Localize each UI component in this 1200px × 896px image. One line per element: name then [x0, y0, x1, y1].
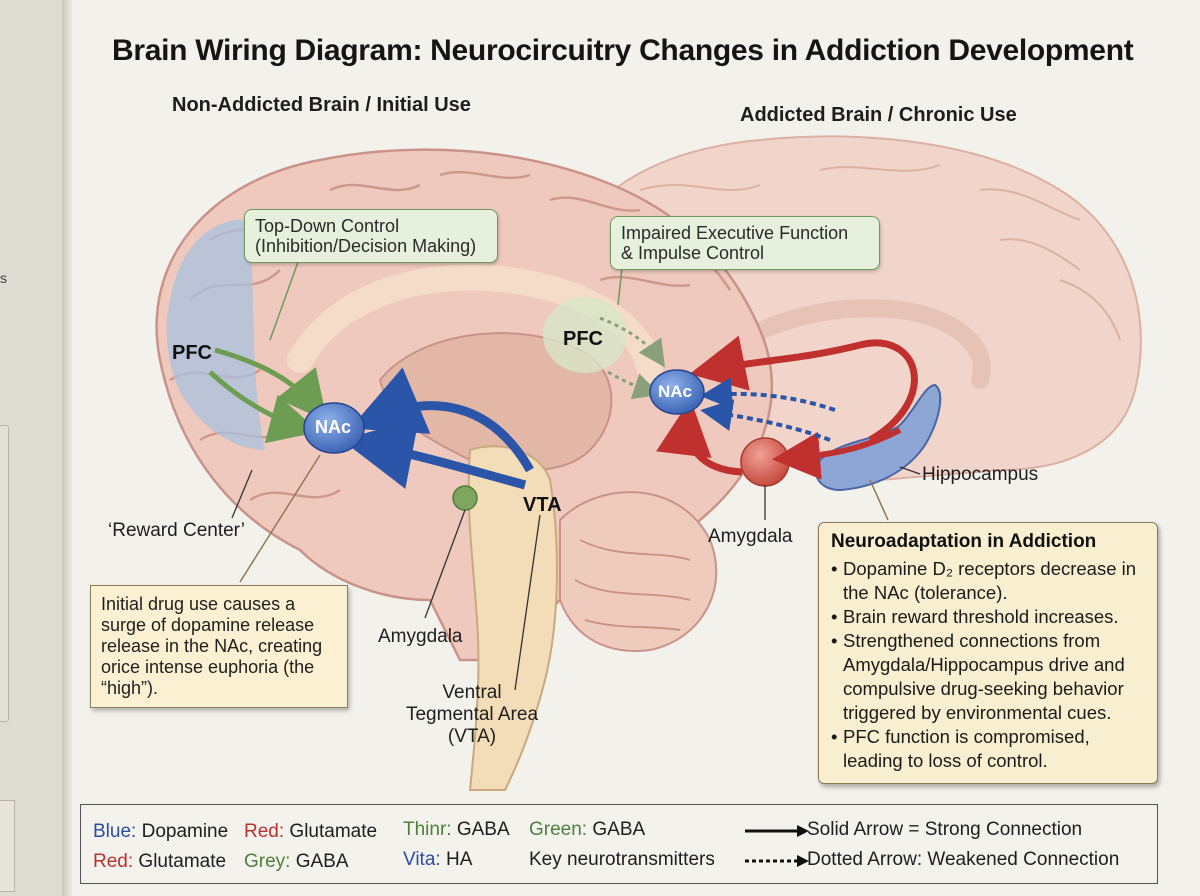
left-pfc-region — [166, 219, 265, 450]
page-gutter — [62, 0, 72, 896]
right-amygdala-node — [740, 437, 790, 487]
margin-text: s — [0, 270, 7, 286]
dopamine-dotted-1 — [700, 377, 836, 412]
amyg-nac-red-arrow — [656, 399, 743, 476]
top-down-control-callout: Top-Down Control (Inhibition/Decision Ma… — [244, 209, 498, 263]
left-amygdala-label: Amygdala — [378, 626, 463, 647]
dopamine-dotted-2 — [700, 399, 831, 442]
legend-entry: Blue: Dopamine — [93, 821, 229, 842]
pfc-nac-arrow-2 — [208, 370, 320, 444]
reward-center-label: ‘Reward Center’ — [108, 520, 245, 541]
right-heading: Addicted Brain / Chronic Use — [740, 104, 1017, 126]
neuroadaptation-title: Neuroadaptation in Addiction — [831, 531, 1097, 552]
right-pfc-label: PFC — [563, 328, 603, 350]
left-margin — [0, 0, 70, 896]
left-nac-label: NAc — [315, 417, 352, 437]
vta-nac-arrow-1 — [350, 367, 534, 473]
legend-key-neurotransmitters: Key neurotransmitters — [529, 849, 715, 870]
right-nac-node — [649, 369, 705, 415]
hippo-nac-red-arrow — [689, 335, 918, 444]
left-amygdala-node — [452, 485, 478, 511]
legend-entry: Thinr: GABA — [403, 819, 510, 840]
impaired-function-callout: Impaired Executive Function & Impulse Co… — [610, 216, 880, 270]
right-pfc-region — [543, 297, 627, 373]
legend-dotted-arrow: Dotted Arrow: Weakened Connection — [807, 849, 1120, 870]
initial-use-note: Initial drug use causes a surge of dopam… — [90, 585, 348, 708]
list-item: •Strengthened connections from Amygdala/… — [831, 630, 1125, 723]
left-nac-node — [303, 402, 365, 454]
hippo-amyg-red-arrow — [772, 427, 902, 480]
right-nac-label: NAc — [658, 382, 693, 401]
left-cerebellum — [559, 491, 718, 652]
left-heading: Non-Addicted Brain / Initial Use — [172, 94, 471, 116]
hippocampus-label: Hippocampus — [922, 464, 1039, 485]
neuroadaptation-box: Neuroadaptation in Addiction •Dopamine D… — [818, 522, 1158, 784]
list-item: •Brain reward threshold increases. — [831, 606, 1119, 627]
left-pfc-label: PFC — [172, 342, 212, 364]
legend: Blue: Dopamine Red: Glutamate Thinr: GAB… — [80, 804, 1158, 884]
page-tab-lower — [0, 800, 15, 892]
legend-entry: Red: Glutamate — [244, 821, 378, 842]
vta-nac-arrow-2 — [341, 418, 527, 490]
legend-arrow-icons — [745, 825, 809, 867]
legend-entry: Red: Glutamate — [93, 851, 227, 872]
legend-solid-arrow: Solid Arrow = Strong Connection — [807, 819, 1083, 840]
list-item: •PFC function is compromised, leading to… — [831, 726, 1090, 771]
vta-full-label: Ventral Tegmental Area (VTA) — [405, 682, 539, 747]
legend-entry: Grey: GABA — [244, 851, 349, 872]
pfc-nac-dotted-2 — [607, 370, 661, 400]
list-item: •Dopamine D₂ receptors decrease in the N… — [831, 558, 1137, 603]
legend-entry: Green: GABA — [529, 819, 646, 840]
legend-entry: Vita: HA — [403, 849, 473, 870]
left-brainstem — [467, 445, 558, 791]
diagram-title: Brain Wiring Diagram: Neurocircuitry Cha… — [112, 34, 1134, 67]
page-tab — [0, 425, 9, 722]
right-amygdala-label: Amygdala — [708, 526, 793, 547]
vta-label: VTA — [523, 494, 562, 516]
pfc-nac-dotted-1 — [599, 316, 665, 368]
